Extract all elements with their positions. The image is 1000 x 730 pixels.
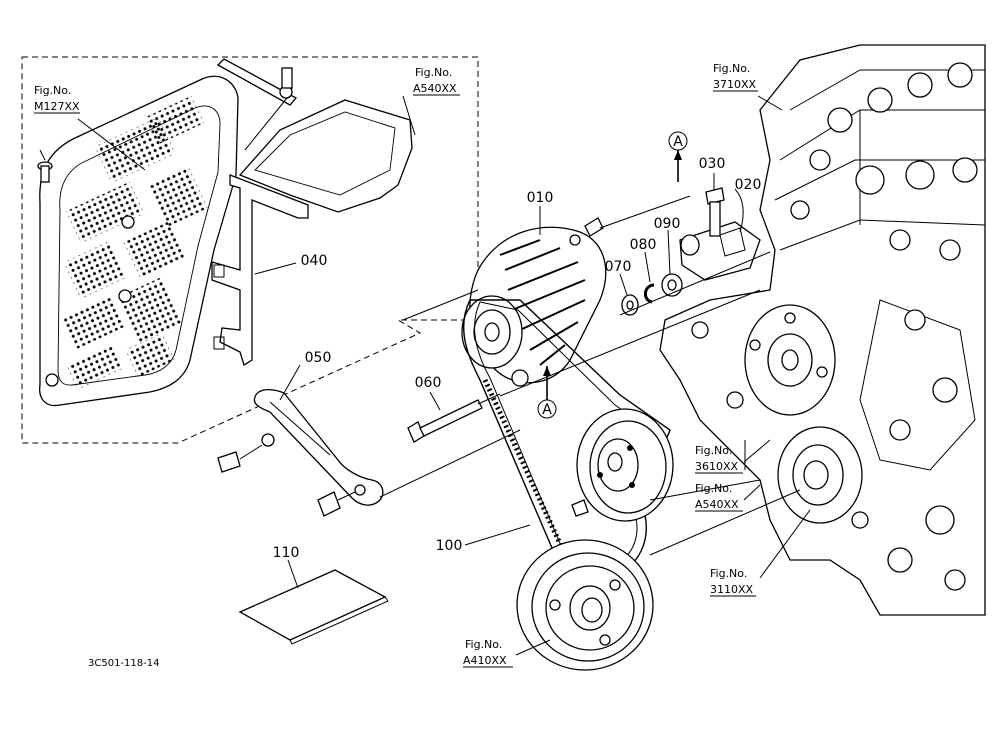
drawing-code: 3C501-118-14: [88, 658, 159, 669]
part-label-040: 040: [301, 253, 328, 269]
svg-text:A410XX: A410XX: [463, 654, 507, 667]
view-marker-top: A: [668, 131, 688, 182]
fig-ref-3710: Fig.No. 3710XX: [713, 62, 758, 92]
svg-text:Fig.No.: Fig.No.: [695, 444, 732, 457]
crank-pulley: [516, 539, 654, 671]
lockwasher-080: [644, 283, 655, 304]
part-label-110: 110: [273, 545, 300, 561]
bolt-060: [407, 393, 501, 443]
part-label-090: 090: [654, 216, 681, 232]
fan-pulley: [571, 408, 674, 522]
svg-text:Fig.No.: Fig.No.: [713, 62, 750, 75]
adjusting-plate-050: [217, 389, 384, 517]
svg-text:Fig.No.: Fig.No.: [695, 482, 732, 495]
fig-ref-a540-mid: Fig.No. A540XX: [695, 482, 743, 512]
svg-text:A540XX: A540XX: [695, 498, 739, 511]
part-label-020: 020: [735, 177, 762, 193]
fig-ref-a410: Fig.No. A410XX: [463, 638, 513, 668]
svg-text:A540XX: A540XX: [413, 82, 457, 95]
sheet-110: [238, 569, 389, 645]
fan-shroud: [216, 58, 413, 213]
part-label-060: 060: [415, 375, 442, 391]
svg-text:A: A: [542, 402, 552, 418]
svg-text:3610XX: 3610XX: [695, 460, 739, 473]
alternator-bracket-020: [679, 221, 761, 281]
svg-text:M127XX: M127XX: [34, 100, 80, 113]
svg-text:Fig.No.: Fig.No.: [415, 66, 452, 79]
view-marker-bottom: A: [537, 366, 557, 419]
svg-text:Fig.No.: Fig.No.: [465, 638, 502, 651]
fig-ref-m127: Fig.No. M127XX: [34, 84, 80, 114]
svg-text:3710XX: 3710XX: [713, 78, 757, 91]
svg-text:Fig.No.: Fig.No.: [710, 567, 747, 580]
part-label-050: 050: [305, 350, 332, 366]
inset-dashed-box: [21, 56, 479, 444]
engine-block: [659, 44, 986, 616]
part-label-080: 080: [630, 237, 657, 253]
fig-ref-3610: Fig.No. 3610XX: [695, 444, 743, 474]
part-label-010: 010: [527, 190, 554, 206]
fig-ref-3110: Fig.No. 3110XX: [710, 567, 756, 597]
washer-070: [621, 294, 639, 316]
svg-text:A: A: [673, 134, 683, 150]
nut-090: [661, 273, 683, 297]
bracket-040: [211, 174, 309, 366]
part-label-100: 100: [436, 538, 463, 554]
bolt-030: [705, 187, 725, 237]
part-label-070: 070: [605, 259, 632, 275]
part-label-030: 030: [699, 156, 726, 172]
svg-text:Fig.No.: Fig.No.: [34, 84, 71, 97]
leader-lines: [77, 95, 811, 656]
svg-text:3110XX: 3110XX: [710, 583, 754, 596]
fig-ref-a540-top: Fig.No. A540XX: [413, 66, 460, 96]
cover-panel: [37, 75, 239, 407]
alternator-010: [461, 217, 607, 387]
